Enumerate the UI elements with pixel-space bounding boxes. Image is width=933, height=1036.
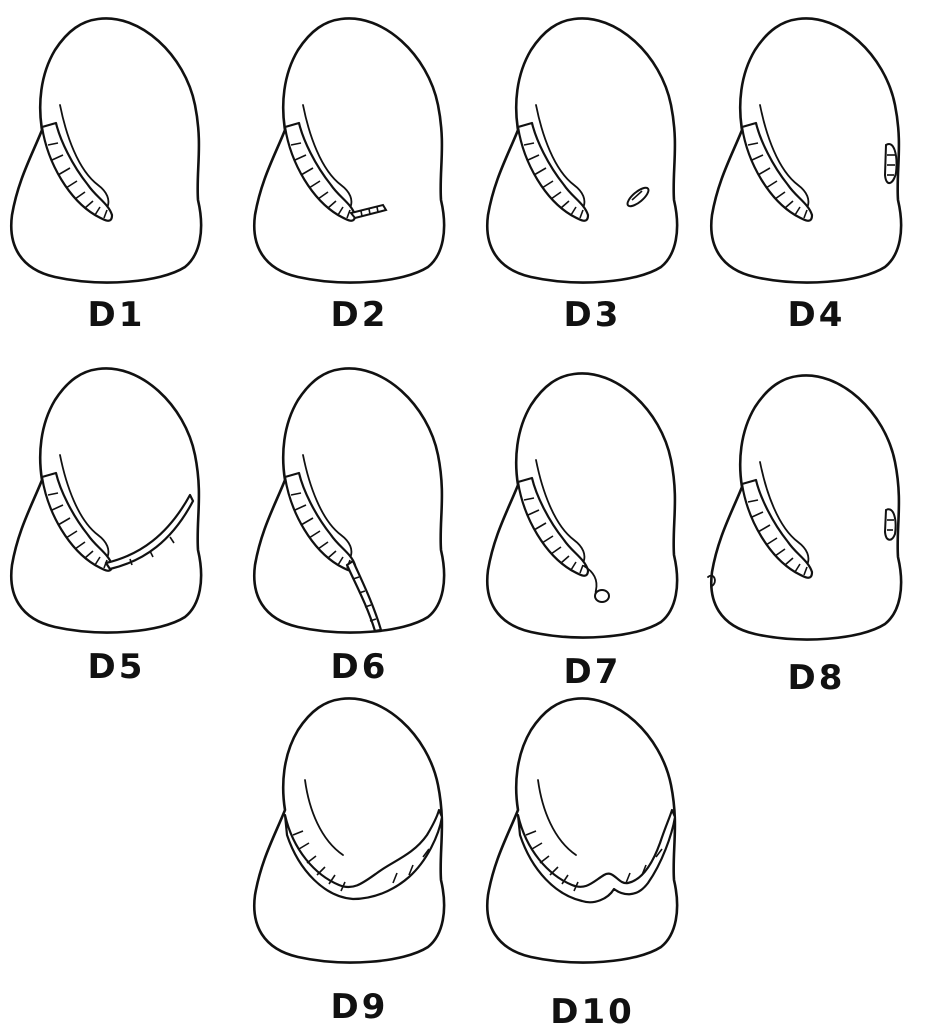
groove-band [742,480,812,578]
panel-d2: D2 [243,5,476,350]
fold-hatch [540,856,549,863]
isolated-lesion [625,185,651,209]
panel-label: D2 [243,295,476,335]
fold-hatch [532,843,542,849]
groove-band [518,123,588,221]
panel-label: D9 [243,987,476,1027]
panel-d3: D3 [476,5,709,350]
fold-hatch [293,831,303,835]
panel-label: D3 [476,295,709,335]
panel-d4: D4 [700,5,933,350]
extension-mark [351,205,386,218]
inner-curve [305,780,343,855]
tooth-outline [487,698,677,962]
panel-d6: D6 [243,355,476,700]
panel-label: D6 [243,647,476,687]
diagram-d9 [243,685,476,985]
fold-band [285,810,442,899]
lateral-lesion [885,144,897,183]
lower-band [347,561,381,631]
panel-label: D4 [700,295,933,335]
inner-curve [538,780,576,855]
fold-band [518,810,675,902]
panel-d10: D10 [476,685,709,1030]
diagram-d7 [476,360,709,660]
rim-hatch [150,551,153,557]
tooth-outline [711,375,901,639]
rim-hatch [170,537,174,543]
diagram-d8 [700,362,933,662]
extension-hatch [377,207,378,212]
tooth-outline [254,698,444,962]
diagram-d6 [243,355,476,655]
tooth-outline [254,18,444,282]
fold-hatch [307,856,316,863]
panel-label: D1 [0,295,233,335]
tooth-outline [711,18,901,282]
tooth-outline [487,18,677,282]
diagram-d10 [476,685,709,985]
diagram-d5 [0,355,233,655]
fold-hatch [526,831,536,835]
panel-d5: D5 [0,355,233,700]
lateral-lesion [885,509,896,539]
rim-band [106,495,193,569]
hook-lesion [595,590,609,602]
tooth-outline [11,368,201,632]
panel-d9: D9 [243,685,476,1030]
panel-label: D5 [0,647,233,687]
panel-d1: D1 [0,5,233,350]
fold-hatch [299,843,309,849]
panel-label: D8 [700,658,933,698]
tooth-outline [254,368,444,632]
groove-band [42,123,112,221]
diagram-d2 [243,5,476,305]
panel-label: D10 [476,992,709,1032]
groove-band [42,473,112,571]
groove-band [742,123,812,221]
extension-hatch [369,209,370,214]
diagram-d1 [0,5,233,305]
groove-band [285,123,355,221]
groove-band [285,473,355,571]
extension-hatch [361,211,362,216]
fold-hatch [626,873,630,883]
groove-band [518,478,588,576]
diagram-d3 [476,5,709,305]
panel-d7: D7 [476,360,709,705]
panel-d8: D8 [700,362,933,707]
diagram-d4 [700,5,933,305]
tooth-outline [487,373,677,637]
tooth-outline [11,18,201,282]
